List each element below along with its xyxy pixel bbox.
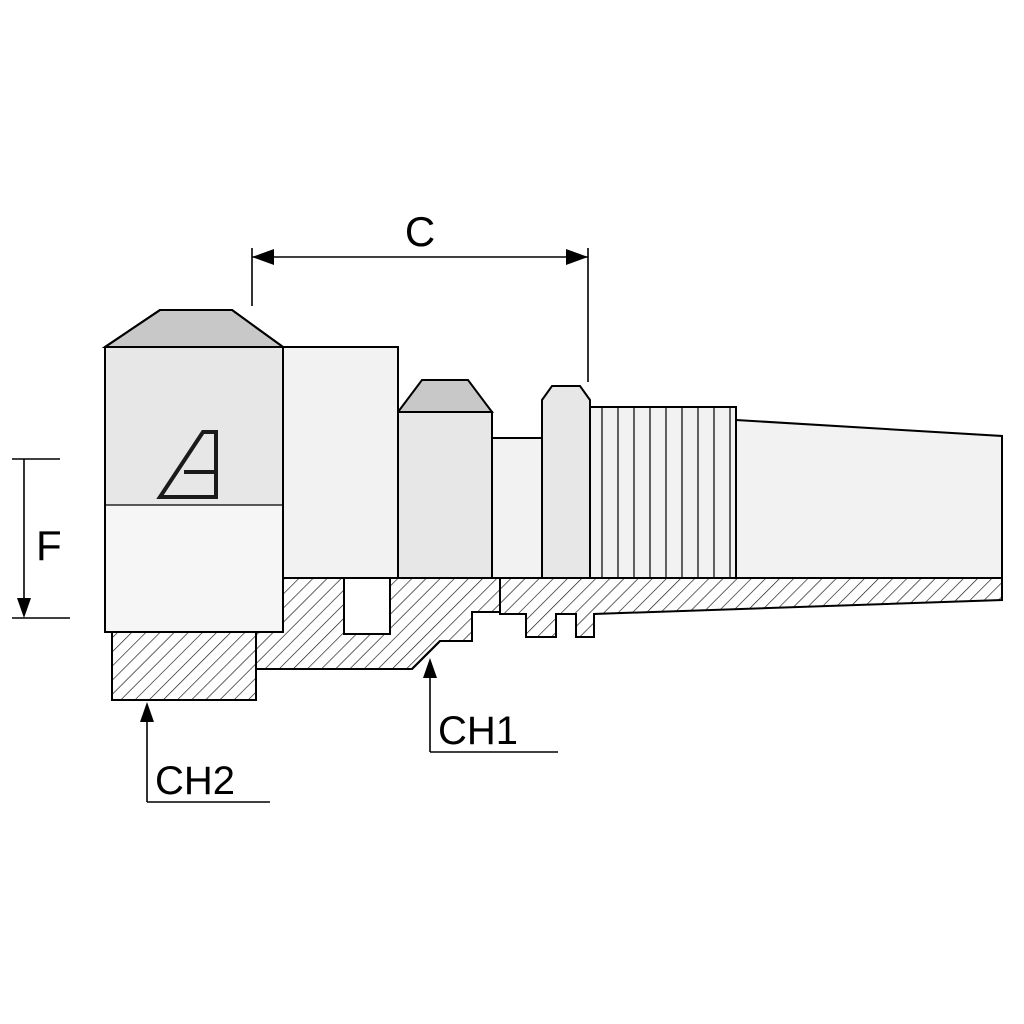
part-small-hex	[396, 379, 494, 579]
c-arrow-left-icon	[252, 249, 274, 265]
part-step	[491, 437, 543, 579]
f-label: F	[36, 522, 62, 569]
tail-wall-section-outline	[499, 577, 1003, 638]
callout-ch1: CH1	[423, 658, 558, 753]
c-arrow-right-icon	[566, 249, 588, 265]
tail-wall-section	[500, 578, 1002, 637]
section-hatch-left	[111, 631, 257, 701]
part-hose-tail	[735, 418, 1003, 579]
part-neck	[282, 346, 399, 579]
part-hose-tail-ribbed	[589, 406, 737, 579]
callout-ch2: CH2	[140, 702, 270, 803]
small-hex-body	[397, 411, 493, 579]
part-hex-nut	[101, 309, 287, 633]
nut-section	[112, 632, 256, 700]
ch1-label: CH1	[438, 709, 518, 753]
ch2-label: CH2	[155, 759, 235, 803]
section-hatch-right	[499, 577, 1003, 638]
part-collar	[541, 385, 591, 579]
f-arrow-down-icon	[17, 598, 31, 618]
nut-lower-facet	[106, 505, 282, 631]
nut-outline	[104, 309, 284, 633]
c-label: C	[405, 208, 435, 255]
brand-logo-triangle	[156, 430, 218, 499]
nut-section-outline	[111, 631, 257, 701]
small-hex-chamfer	[396, 379, 494, 413]
dimension-c: C	[251, 208, 589, 382]
brand-logo-icon	[156, 430, 218, 499]
dimension-f: F	[12, 458, 70, 619]
